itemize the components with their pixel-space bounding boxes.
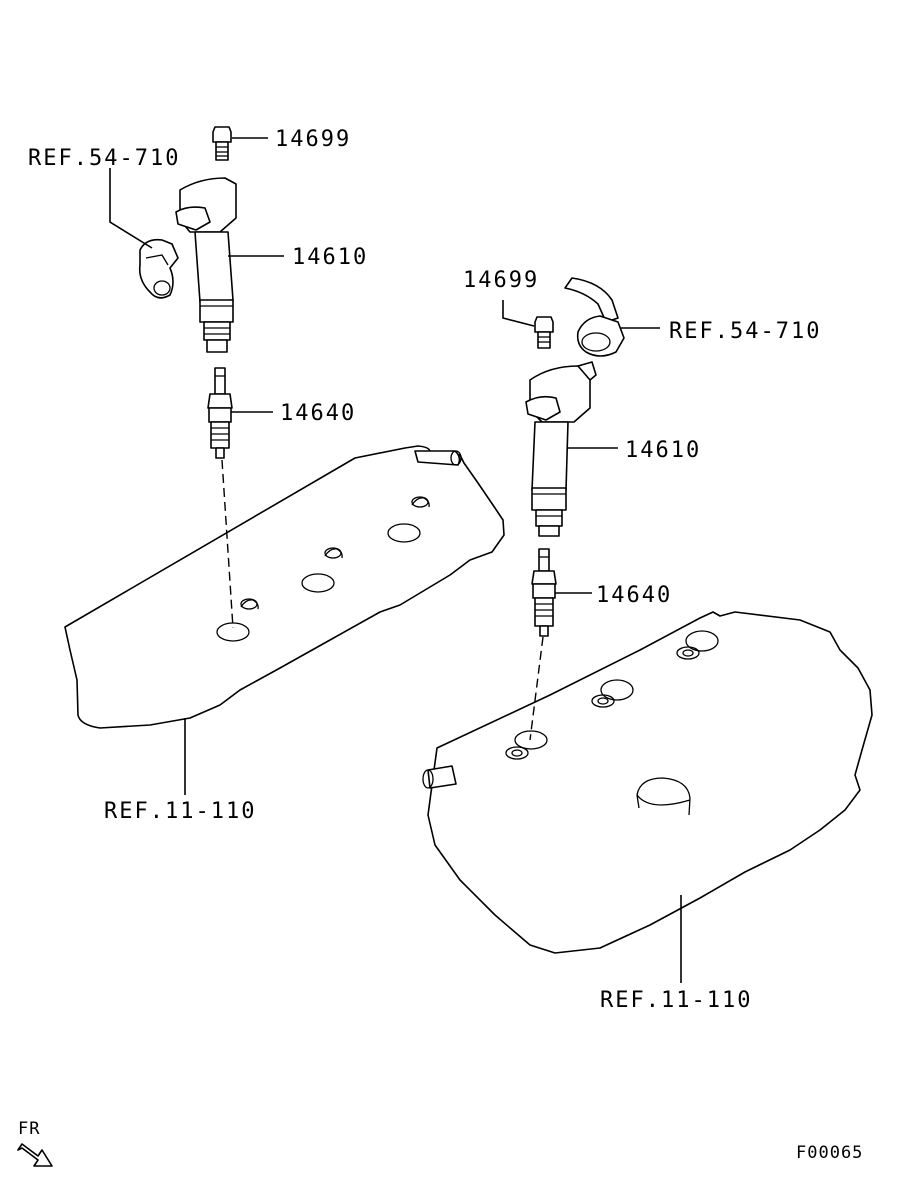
left-connector-label: REF.54-710 [28,146,180,171]
right-ignition-coil [525,361,618,537]
front-direction-arrow-icon [17,1143,53,1167]
direction-indicator: FR [17,1119,53,1167]
left-ignition-coil [175,177,284,353]
right-connector-label: REF.54-710 [669,319,821,344]
left-connector [109,168,179,299]
left-bolt [212,126,268,161]
left-cover-label: REF.11-110 [104,799,256,824]
left-cylinder-head-cover [64,445,505,795]
right-plug-label: 14640 [596,583,672,608]
right-spark-plug [531,548,592,637]
right-cover-label: REF.11-110 [600,988,752,1013]
left-bolt-label: 14699 [275,127,351,152]
right-cylinder-head-cover [422,611,873,983]
right-assembly: 14699 REF.54-710 14610 14640 REF.11-110 [422,268,873,1013]
left-spark-plug [207,367,273,459]
right-connector [564,277,660,357]
left-coil-label: 14610 [292,245,368,270]
right-bolt [502,300,554,349]
left-assembly: 14699 REF.54-710 14610 14640 REF.11-110 [28,126,505,824]
left-plug-label: 14640 [280,401,356,426]
right-bolt-label: 14699 [463,268,539,293]
direction-label: FR [18,1119,40,1139]
right-coil-label: 14610 [625,438,701,463]
figure-code: F00065 [796,1143,863,1163]
